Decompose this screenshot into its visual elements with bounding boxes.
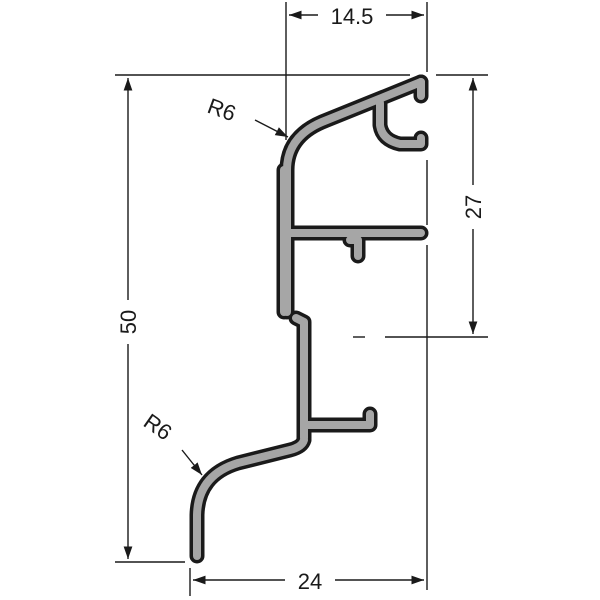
dimension-label-top-width: 14.5 xyxy=(331,4,374,29)
dimension-label-upper-height: 27 xyxy=(461,195,486,219)
dimension-label-bottom-width: 24 xyxy=(298,569,322,594)
radius-label-bottom: R6 xyxy=(139,409,176,446)
extension-lines xyxy=(115,2,488,596)
radius-leader-bottom xyxy=(181,449,203,476)
aluminium-profile xyxy=(189,74,429,564)
dimension-label-total-height: 50 xyxy=(116,310,141,334)
radius-label-top: R6 xyxy=(204,93,239,126)
radius-leader-top xyxy=(254,119,289,138)
